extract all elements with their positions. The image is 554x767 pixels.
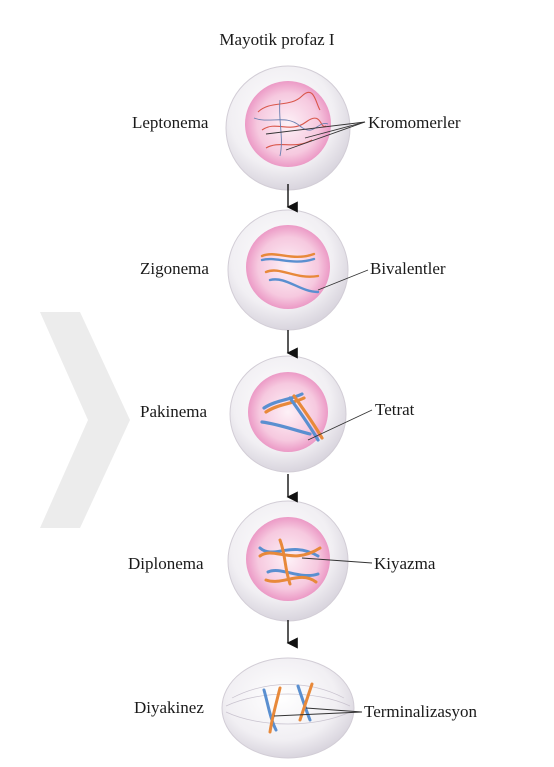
part-label-bivalentler: Bivalentler bbox=[370, 259, 446, 278]
leader-kiyazma bbox=[301, 557, 373, 564]
stage-label-zigonema: Zigonema bbox=[140, 259, 209, 278]
cell-zigonema bbox=[227, 209, 349, 331]
leader-bivalentler bbox=[317, 269, 369, 291]
figure-title: Mayotik profaz I bbox=[219, 30, 335, 49]
part-label-tetrat: Tetrat bbox=[375, 400, 415, 419]
leader-kromomerler-1 bbox=[265, 121, 366, 135]
cell-diplonema bbox=[227, 500, 349, 622]
stage-label-diyakinez: Diyakinez bbox=[134, 698, 204, 717]
cell-pakinema bbox=[229, 355, 347, 473]
leader-kromomerler-3 bbox=[304, 121, 366, 139]
part-label-terminalizasyon: Terminalizasyon bbox=[364, 702, 478, 721]
leader-tetrat bbox=[307, 409, 373, 441]
leader-terminalizasyon-2 bbox=[305, 707, 363, 713]
stage-label-leptonema: Leptonema bbox=[132, 113, 209, 132]
watermark bbox=[40, 312, 130, 528]
part-label-kiyazma: Kiyazma bbox=[374, 554, 436, 573]
cell-leptonema bbox=[225, 65, 351, 191]
part-label-kromomerler: Kromomerler bbox=[368, 113, 461, 132]
leader-kromomerler-2 bbox=[285, 121, 366, 151]
stage-label-diplonema: Diplonema bbox=[128, 554, 204, 573]
leader-lines bbox=[265, 121, 373, 717]
stage-label-pakinema: Pakinema bbox=[140, 402, 208, 421]
cell-diyakinez bbox=[221, 657, 355, 759]
leader-terminalizasyon-1 bbox=[273, 711, 363, 717]
